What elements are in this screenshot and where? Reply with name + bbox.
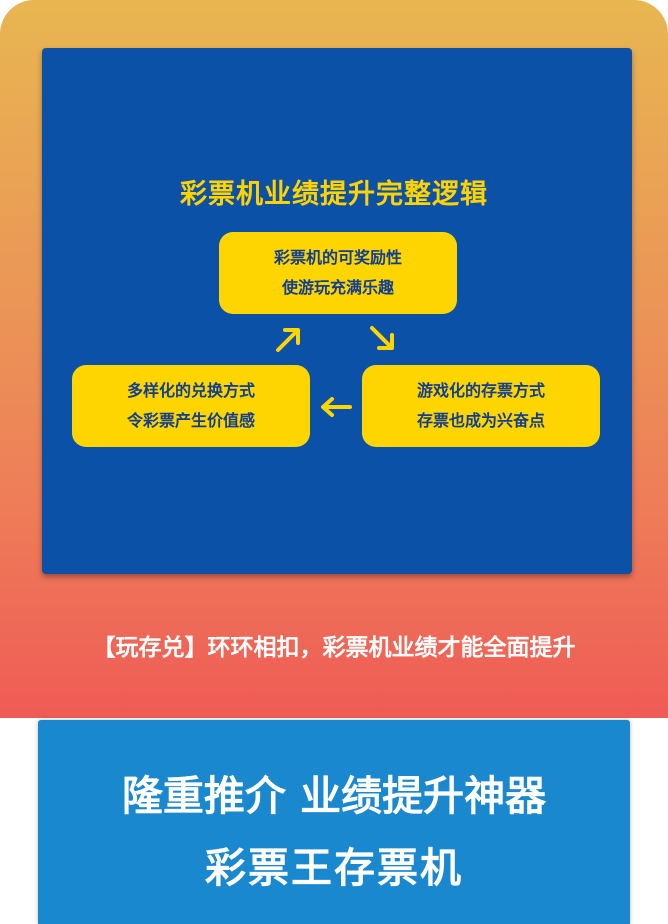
logic-box-left: 多样化的兑换方式 令彩票产生价值感 bbox=[72, 365, 310, 447]
logic-box-top-line1: 彩票机的可奖励性 bbox=[273, 248, 402, 267]
logic-box-left-line1: 多样化的兑换方式 bbox=[126, 381, 255, 400]
promo-banner bbox=[38, 720, 630, 924]
arrow-left-icon bbox=[321, 397, 352, 417]
logic-title: 彩票机业绩提升完整逻辑 bbox=[180, 179, 488, 210]
logic-box-top-line2: 使游玩充满乐趣 bbox=[281, 278, 394, 297]
tagline: 【玩存兑】环环相扣，彩票机业绩才能全面提升 bbox=[92, 635, 576, 661]
logic-box-top: 彩票机的可奖励性 使游玩充满乐趣 bbox=[219, 232, 457, 314]
arrow-down-right-icon bbox=[370, 326, 394, 350]
logic-box-left-line2: 令彩票产生价值感 bbox=[126, 411, 255, 430]
promo-headline: 隆重推介 业绩提升神器 bbox=[121, 772, 547, 820]
logic-box-right-line1: 游戏化的存票方式 bbox=[416, 381, 545, 400]
promo-product-name: 彩票王存票机 bbox=[205, 844, 463, 892]
arrow-up-right-icon bbox=[276, 328, 300, 352]
logic-box-right: 游戏化的存票方式 存票也成为兴奋点 bbox=[362, 365, 600, 447]
logic-box-right-line2: 存票也成为兴奋点 bbox=[416, 411, 545, 430]
